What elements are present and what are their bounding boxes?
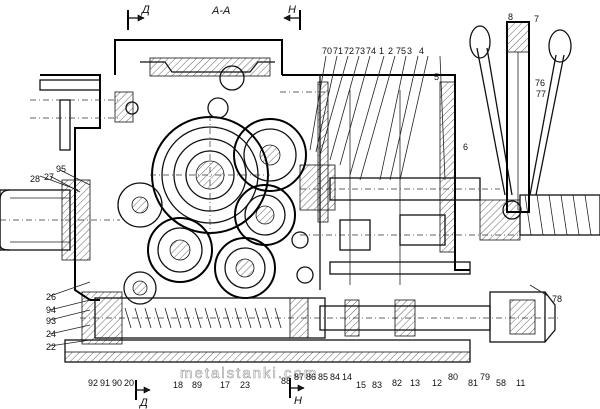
watermark: metalstanki.com	[180, 365, 318, 382]
part-label: 76	[535, 78, 545, 88]
part-label: 80	[448, 372, 458, 382]
part-label: 8	[508, 12, 513, 22]
part-label: 22	[46, 342, 56, 352]
part-labels-right: 78	[552, 294, 562, 304]
section-mark-bottom-left: Д	[138, 397, 148, 409]
part-label: 75	[396, 46, 406, 56]
section-mark-left: Д	[140, 4, 150, 16]
part-label: 86	[306, 372, 316, 382]
part-label: 7	[534, 14, 539, 24]
part-label: 5	[434, 72, 439, 82]
part-label: 15	[356, 380, 366, 390]
part-label: 95	[56, 164, 66, 174]
bottom-section-marks: Д Н	[135, 378, 305, 409]
part-label: 18	[173, 380, 183, 390]
section-mark-right: Н	[288, 4, 296, 16]
part-label: 2	[388, 46, 393, 56]
part-label: 26	[46, 292, 56, 302]
control-levers	[469, 21, 572, 220]
part-label: 81	[468, 378, 478, 388]
part-label: 85	[318, 372, 328, 382]
part-label: 87	[294, 372, 304, 382]
part-label: 84	[330, 372, 340, 382]
part-label: 72	[344, 46, 354, 56]
lower-shaft-assembly	[80, 291, 560, 345]
part-label: 88	[281, 376, 291, 386]
part-label: 82	[392, 378, 402, 388]
part-label: 23	[240, 380, 250, 390]
part-label: 58	[496, 378, 506, 388]
part-label: 70	[322, 46, 332, 56]
part-label: 28	[30, 174, 40, 184]
part-label: 73	[355, 46, 365, 56]
part-label: 92	[88, 378, 98, 388]
part-label: 79	[480, 372, 490, 382]
part-label: 91	[100, 378, 110, 388]
part-label: 1	[379, 46, 384, 56]
part-label: 12	[432, 378, 442, 388]
part-label: 20	[124, 378, 134, 388]
leader-lines	[39, 55, 549, 347]
part-label: 77	[536, 89, 546, 99]
right-shaft-assembly	[299, 164, 600, 275]
part-label: 74	[366, 46, 376, 56]
part-label: 94	[46, 305, 56, 315]
part-label: 17	[220, 380, 230, 390]
part-label: 6	[463, 142, 468, 152]
section-marks: Д А-А Н	[127, 4, 301, 30]
left-shaft	[0, 179, 120, 261]
part-label: 27	[44, 172, 54, 182]
part-label: 4	[419, 46, 424, 56]
part-label: 14	[342, 372, 352, 382]
part-label: 24	[46, 329, 56, 339]
upper-left-mechanism	[30, 79, 330, 151]
section-mark-bottom-mid: Н	[294, 395, 302, 407]
part-label: 89	[192, 380, 202, 390]
part-label: 71	[333, 46, 343, 56]
part-label: 13	[410, 378, 420, 388]
part-label: 90	[112, 378, 122, 388]
part-label: 93	[46, 316, 56, 326]
main-gear-cluster	[117, 65, 314, 305]
part-label: 3	[407, 46, 412, 56]
section-title: А-А	[211, 5, 230, 17]
part-label: 78	[552, 294, 562, 304]
part-label: 11	[516, 378, 525, 388]
part-label: 83	[372, 380, 382, 390]
